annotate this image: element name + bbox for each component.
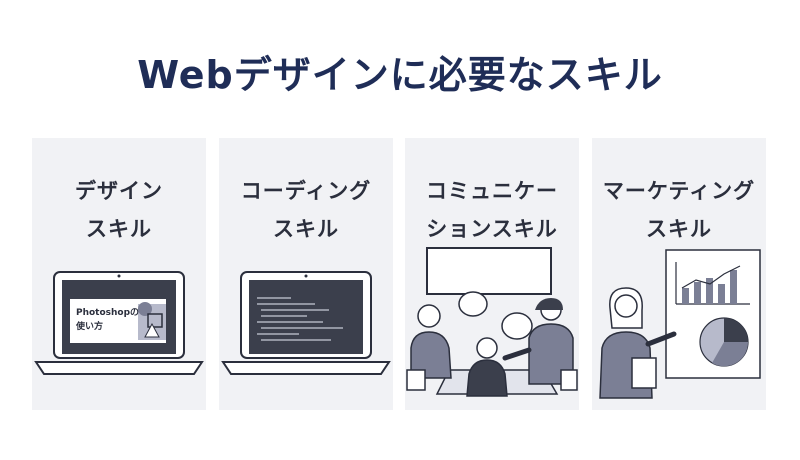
card-label-line2: スキル [86, 217, 152, 241]
card-design-skill: デザイン スキル Photoshopの 使い方 [32, 138, 206, 410]
screen-text-line1: Photoshopの [76, 307, 139, 318]
card-label-line1: デザイン [75, 179, 163, 203]
card-label-line2: スキル [273, 217, 339, 241]
card-label: コーディング スキル [219, 172, 393, 248]
card-label-line2: スキル [646, 217, 712, 241]
meeting-icon [406, 247, 578, 397]
card-communication-skill: コミュニケー ションスキル [405, 138, 579, 410]
presentation-icon [599, 249, 761, 399]
card-label-line1: コーディング [240, 179, 372, 203]
card-coding-skill: コーディング スキル [219, 138, 393, 410]
card-label: デザイン スキル [32, 172, 206, 248]
card-label-line1: コミュニケー [426, 179, 558, 203]
laptop-code-icon [221, 271, 391, 375]
card-marketing-skill: マーケティング スキル [592, 138, 766, 410]
card-label-line2: ションスキル [426, 217, 558, 241]
card-label-line1: マーケティング [602, 179, 756, 203]
card-label: コミュニケー ションスキル [405, 172, 579, 248]
laptop-design-icon: Photoshopの 使い方 [34, 271, 204, 375]
screen-text-line2: 使い方 [75, 320, 103, 332]
page-title: Webデザインに必要なスキル [137, 53, 663, 97]
card-label: マーケティング スキル [592, 172, 766, 248]
